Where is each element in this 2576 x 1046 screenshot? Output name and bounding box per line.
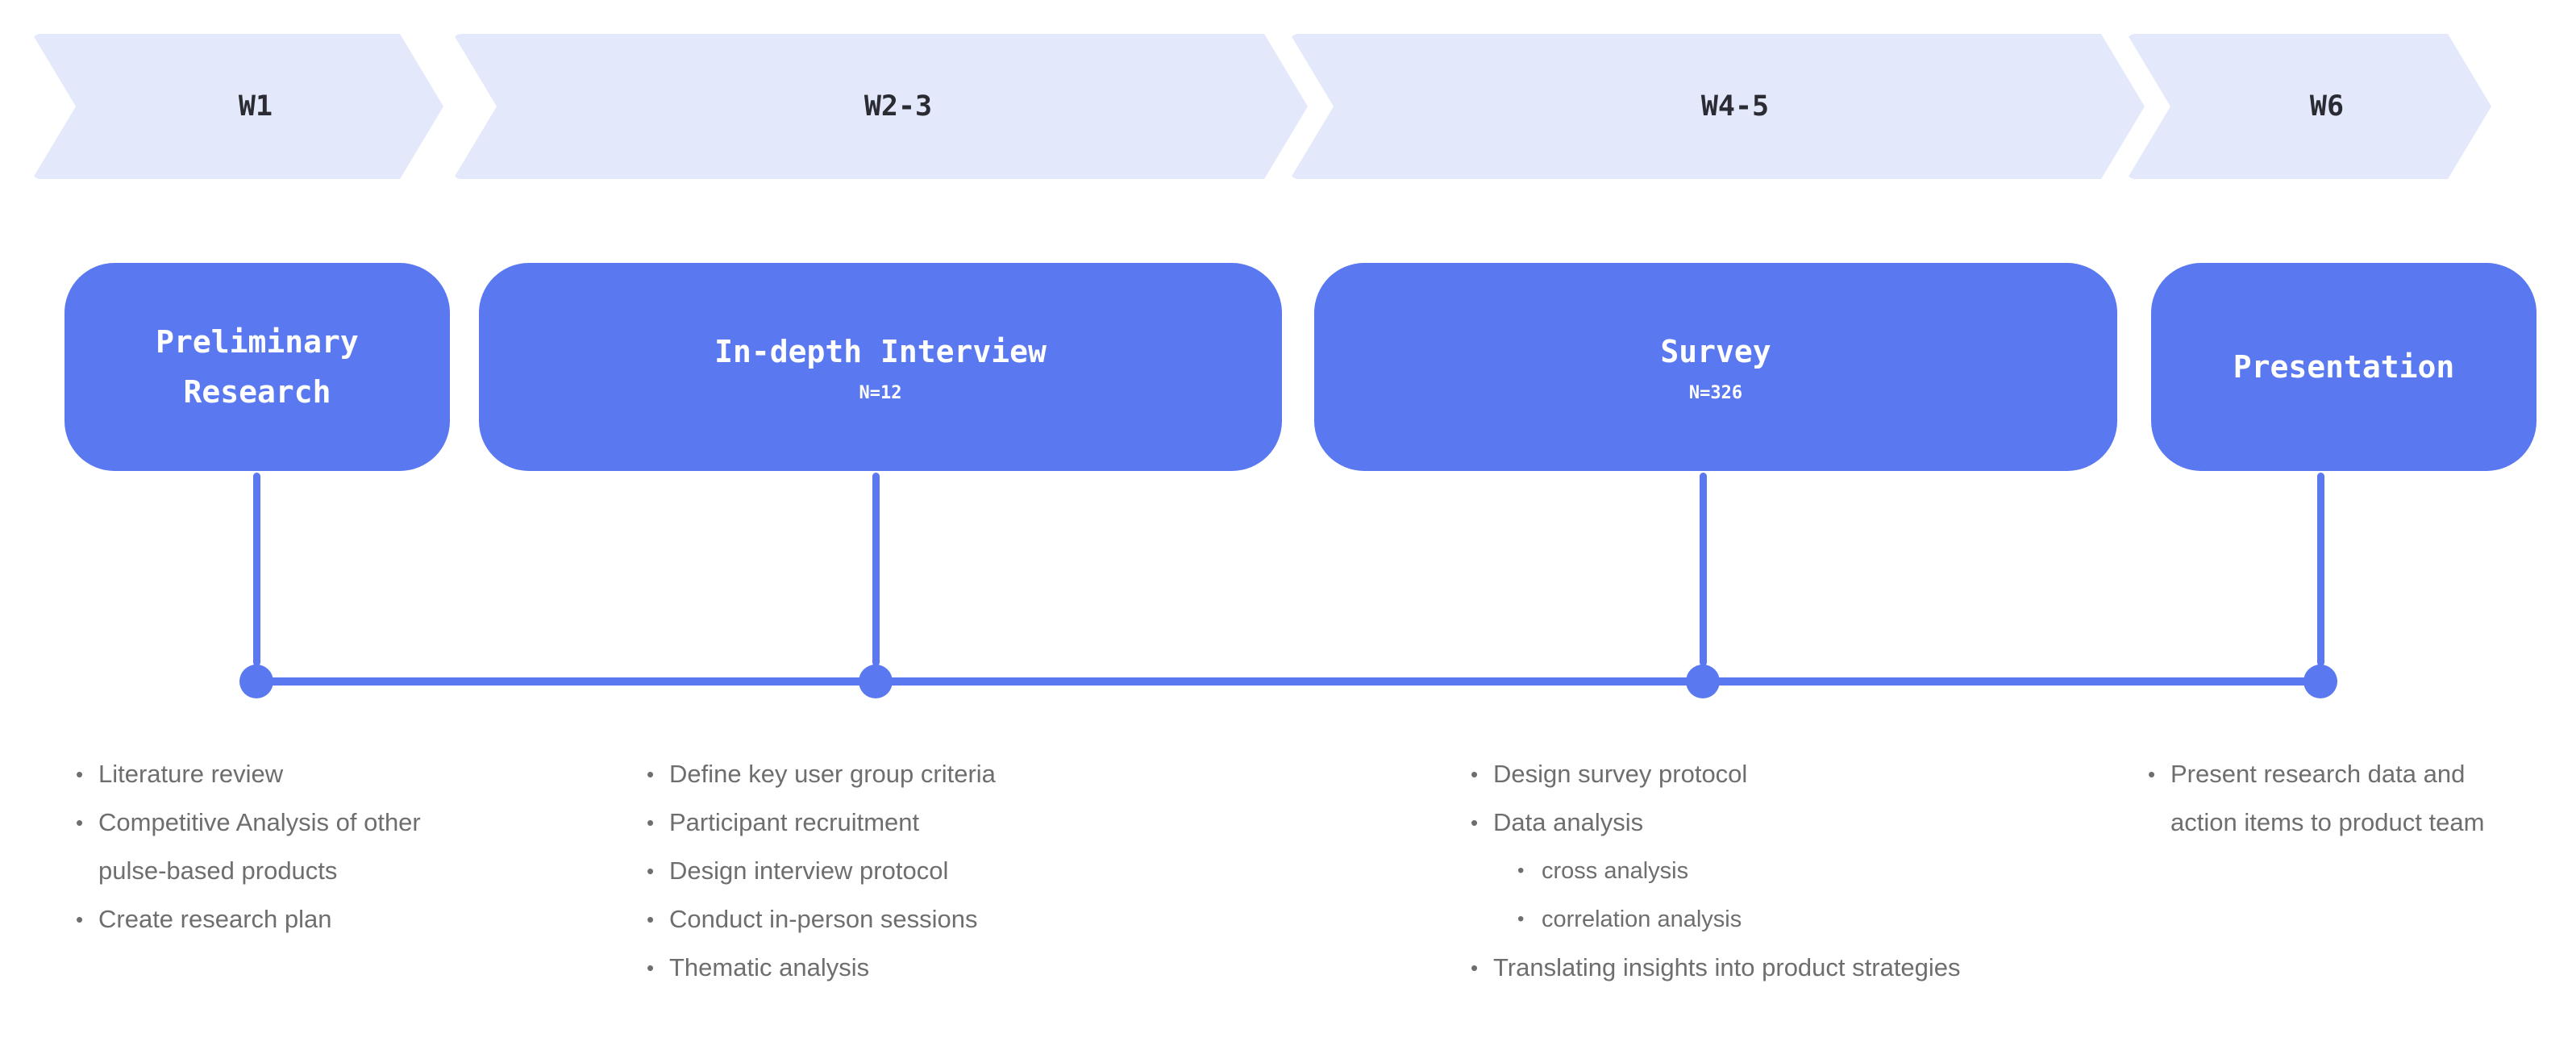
phase-card-row: Preliminary Research In-depth Interview …	[0, 263, 2576, 471]
week-chevron-label: W6	[2309, 90, 2345, 123]
task-item-text: Thematic analysis	[669, 944, 1153, 992]
task-item: Literature review	[66, 750, 429, 798]
task-column-survey: Design survey protocol Data analysis cro…	[1461, 750, 2009, 992]
task-item: Conduct in-person sessions	[637, 895, 1153, 944]
task-column-preliminary-research: Literature review Competitive Analysis o…	[66, 750, 429, 944]
phase-card-title: Survey	[1660, 334, 1771, 369]
task-item-text: Participant recruitment	[669, 798, 1153, 847]
phase-card-presentation[interactable]: Presentation	[2151, 263, 2536, 471]
phase-card-sample-size: N=326	[1688, 383, 1743, 403]
phase-card-title: In-depth Interview	[714, 334, 1047, 369]
week-chevron-w2-3: W2-3	[453, 34, 1308, 179]
task-item-text: Conduct in-person sessions	[669, 895, 1153, 944]
task-list: Design survey protocol Data analysis cro…	[1461, 750, 2009, 992]
phase-connector-stem	[253, 473, 260, 666]
task-item: Design interview protocol	[637, 847, 1153, 895]
task-column-in-depth-interview: Define key user group criteria Participa…	[637, 750, 1153, 992]
task-item-text: Design interview protocol	[669, 847, 1153, 895]
task-subitem: correlation analysis	[1493, 895, 2009, 944]
task-item: Participant recruitment	[637, 798, 1153, 847]
week-chevron-w4-5: W4-5	[1290, 34, 2145, 179]
task-item-text: Define key user group criteria	[669, 750, 1153, 798]
task-item: Thematic analysis	[637, 944, 1153, 992]
week-chevron-w1: W1	[32, 34, 443, 179]
phase-card-title: Preliminary Research	[156, 324, 359, 410]
timeline-milestone-dot[interactable]	[2303, 665, 2337, 698]
task-item-text: Present research data and action items t…	[2170, 750, 2501, 847]
task-list-row: Literature review Competitive Analysis o…	[0, 750, 2576, 1040]
timeline-axis-line	[256, 677, 2320, 686]
week-chevron-label: W4-5	[1700, 90, 1770, 123]
task-item-text: Design survey protocol	[1493, 750, 2009, 798]
task-item: Data analysis cross analysis correlation…	[1461, 798, 2009, 944]
task-item-text: Create research plan	[98, 895, 429, 944]
phase-card-survey[interactable]: Survey N=326	[1314, 263, 2117, 471]
phase-connector-stem	[1700, 473, 1707, 666]
phase-card-preliminary-research[interactable]: Preliminary Research	[65, 263, 450, 471]
task-item: Design survey protocol	[1461, 750, 2009, 798]
phase-connector-stem	[872, 473, 880, 666]
phase-card-sample-size: N=12	[859, 383, 902, 403]
task-item-text: Translating insights into product strate…	[1493, 944, 2009, 992]
task-item: Competitive Analysis of other pulse-base…	[66, 798, 429, 895]
timeline-milestone-dot[interactable]	[1686, 665, 1720, 698]
task-sublist: cross analysis correlation analysis	[1493, 847, 2009, 944]
week-chevron-label: W1	[238, 90, 273, 123]
week-chevron-w6: W6	[2127, 34, 2491, 179]
timeline-milestone-dot[interactable]	[239, 665, 273, 698]
task-list: Literature review Competitive Analysis o…	[66, 750, 429, 944]
task-list: Define key user group criteria Participa…	[637, 750, 1153, 992]
task-item: Present research data and action items t…	[2138, 750, 2501, 847]
task-subitem: cross analysis	[1493, 847, 2009, 895]
task-item-text: Data analysis	[1493, 798, 2009, 847]
phase-connector-stem	[2317, 473, 2324, 666]
task-column-presentation: Present research data and action items t…	[2138, 750, 2501, 847]
task-item: Translating insights into product strate…	[1461, 944, 2009, 992]
task-item-text: Literature review	[98, 750, 429, 798]
task-item: Define key user group criteria	[637, 750, 1153, 798]
task-item: Create research plan	[66, 895, 429, 944]
timeline-milestone-dot[interactable]	[859, 665, 893, 698]
phase-card-title: Presentation	[2233, 349, 2455, 385]
week-chevron-label: W2-3	[864, 90, 933, 123]
task-item-text: Competitive Analysis of other pulse-base…	[98, 798, 429, 895]
week-banner: W1 W2-3 W4-5 W6	[0, 34, 2576, 179]
phase-card-in-depth-interview[interactable]: In-depth Interview N=12	[479, 263, 1282, 471]
task-list: Present research data and action items t…	[2138, 750, 2501, 847]
